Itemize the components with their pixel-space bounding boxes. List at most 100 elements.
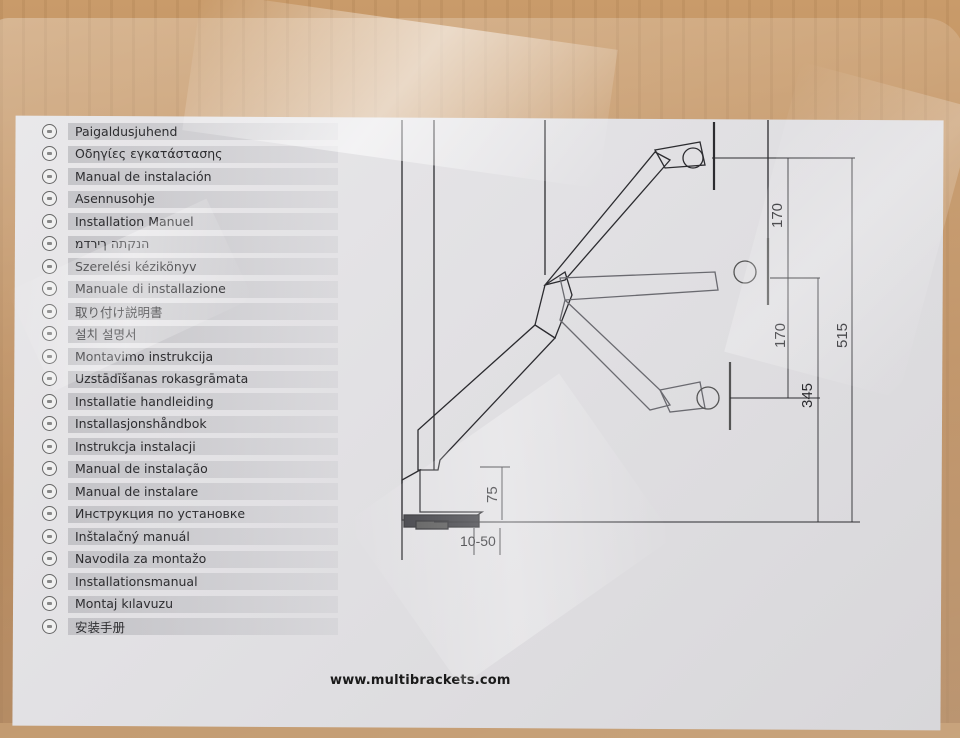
flag-icon — [42, 146, 57, 162]
language-label: Installationsmanual — [75, 573, 198, 589]
language-bar — [68, 483, 338, 500]
language-bar — [68, 190, 338, 208]
language-label: Szerelési kézikönyv — [75, 258, 197, 274]
flag-icon — [42, 528, 57, 544]
language-item: 取り付け説明書 — [40, 300, 370, 323]
upper-arm-low — [559, 298, 672, 411]
language-item: Инструкция по установке — [40, 503, 370, 526]
flag-icon — [42, 303, 57, 319]
flag-icon — [42, 213, 57, 229]
language-item: Manuale di installazione — [40, 278, 370, 301]
language-label: Montavimo instrukcija — [75, 348, 214, 364]
flag-icon — [42, 506, 57, 522]
language-bar — [68, 393, 338, 410]
language-label: Manual de instalación — [75, 168, 212, 184]
language-label: Manual de instalação — [75, 461, 208, 477]
flag-icon — [42, 596, 57, 612]
flag-icon — [42, 258, 57, 274]
language-label: Paigaldusjuhend — [75, 123, 178, 139]
flag-icon — [42, 168, 57, 184]
language-label: Installasjonshåndbok — [75, 416, 207, 432]
language-label: 安装手册 — [75, 619, 126, 635]
language-label: Manuale di installazione — [75, 281, 226, 297]
dim-label-170-top: 170 — [769, 203, 786, 228]
language-bar — [68, 595, 338, 613]
language-item: Installation Manuel — [40, 210, 370, 233]
language-label: Inštalačný manuál — [75, 528, 190, 544]
language-label: Manual de instalare — [75, 483, 199, 499]
language-item: Installatie handleiding — [40, 390, 370, 413]
dim-label-170-mid: 170 — [772, 323, 789, 348]
flag-icon — [42, 281, 57, 297]
language-label: Asennusohje — [75, 191, 155, 207]
flag-icon — [42, 348, 57, 364]
language-bar — [68, 325, 338, 343]
language-item: Uzstādīšanas rokasgrāmata — [40, 368, 370, 391]
language-item: Montaj kılavuzu — [40, 593, 370, 616]
flag-icon — [42, 123, 57, 139]
language-label: Installation Manuel — [75, 213, 194, 229]
language-item: הנקתה ךירדמ — [40, 233, 370, 256]
flag-icon — [42, 326, 57, 342]
language-bar — [68, 528, 338, 545]
flag-icon — [42, 416, 57, 432]
flag-icon — [42, 551, 57, 567]
language-label: Инструкция по установке — [75, 506, 246, 522]
language-item: Manual de instalação — [40, 458, 370, 481]
dim-label-75: 75 — [484, 486, 501, 503]
language-label: Navodila za montažo — [75, 551, 207, 567]
language-item: Manual de instalare — [40, 480, 370, 503]
flag-icon — [42, 461, 57, 477]
language-bar — [68, 505, 338, 523]
language-item: Inštalačný manuál — [40, 525, 370, 548]
elbow-joint — [534, 270, 573, 339]
language-label: Instrukcja instalacji — [75, 438, 196, 454]
language-bar — [68, 415, 338, 433]
language-label: Installatie handleiding — [75, 393, 214, 409]
language-label: 取り付け説明書 — [75, 304, 163, 320]
language-item: Installasjonshåndbok — [40, 413, 370, 436]
flag-icon — [42, 483, 57, 499]
upper-arm-high — [543, 151, 672, 287]
language-item: Szerelési kézikönyv — [40, 255, 370, 278]
flag-icon — [42, 438, 57, 454]
flag-icon — [42, 191, 57, 207]
language-bar — [68, 460, 338, 478]
language-item: Navodila za montažo — [40, 548, 370, 571]
language-item: Installationsmanual — [40, 570, 370, 593]
language-label: הנקתה ךירדמ — [75, 236, 150, 252]
flag-icon — [42, 393, 57, 409]
language-item: Montavimo instrukcija — [40, 345, 370, 368]
language-bar — [68, 573, 338, 590]
desk-clamp — [401, 468, 485, 521]
language-label: 설치 설명서 — [75, 327, 137, 343]
language-bar — [68, 303, 338, 320]
language-bar — [68, 280, 338, 298]
dim-label-10-50: 10-50 — [460, 533, 496, 549]
language-label: Montaj kılavuzu — [75, 596, 174, 612]
language-bar — [68, 258, 338, 275]
flag-icon — [42, 618, 57, 634]
monitor-arm-diagram: 170 170 345 515 75 10-50 — [401, 120, 860, 560]
language-bar — [68, 370, 338, 388]
website-url: www.multibrackets.com — [330, 673, 511, 688]
language-bar — [68, 213, 338, 230]
language-bar — [68, 235, 338, 253]
upper-arm-mid — [559, 271, 719, 301]
lower-arm — [417, 324, 557, 471]
language-bar — [68, 550, 338, 568]
language-item: Asennusohje — [40, 188, 370, 211]
language-label: Uzstādīšanas rokasgrāmata — [75, 371, 249, 387]
language-item: 安装手册 — [40, 615, 370, 638]
dim-label-345: 345 — [799, 383, 816, 408]
language-bar — [68, 348, 338, 365]
language-bar — [68, 438, 338, 455]
flag-icon — [42, 371, 57, 387]
flag-icon — [42, 236, 57, 252]
flag-icon — [42, 573, 57, 589]
tilt-head-high — [682, 147, 704, 169]
language-item: 설치 설명서 — [40, 323, 370, 346]
language-item: Instrukcja instalacji — [40, 435, 370, 458]
dim-label-515: 515 — [834, 323, 851, 348]
language-bar — [68, 618, 338, 635]
